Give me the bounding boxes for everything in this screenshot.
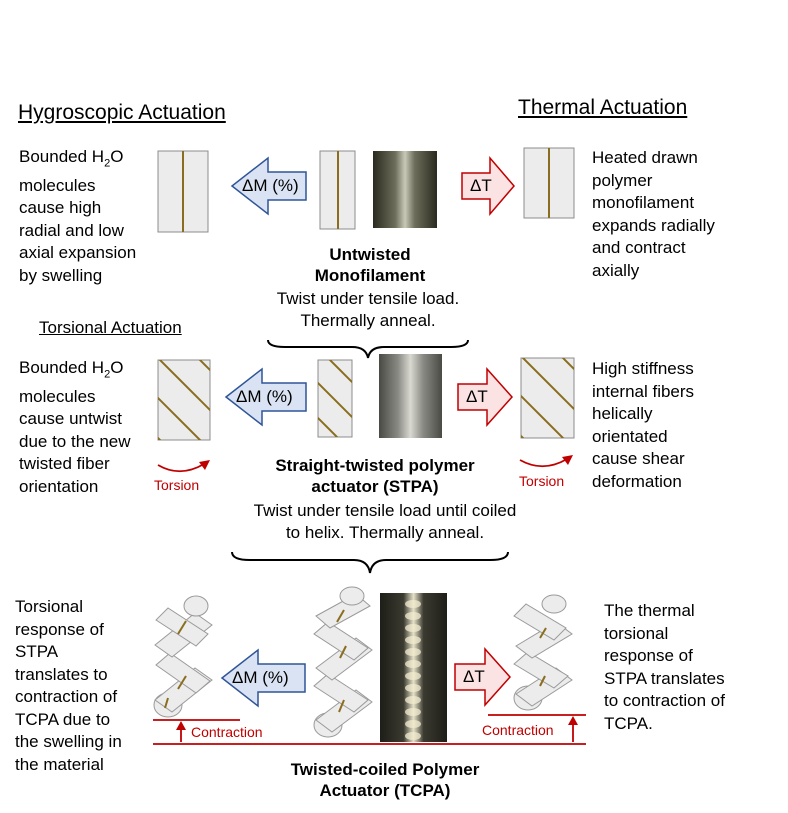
brace-1 <box>267 339 469 359</box>
untwisted-fiber-left <box>157 150 209 233</box>
thermal-label-1: ΔT <box>470 176 492 195</box>
torsion-arrow-right <box>519 458 568 468</box>
thermal-arrow-2 <box>457 367 514 427</box>
twisted-fiber-left <box>157 359 211 441</box>
thermal-label-2: ΔT <box>466 387 488 406</box>
hygroscopic-header: Hygroscopic Actuation <box>18 101 226 124</box>
thermal-arrow-3 <box>454 647 512 707</box>
process-step-2: Twist under tensile load until coiled to… <box>253 501 517 542</box>
contraction-label-right: Contraction <box>482 722 554 738</box>
row1-left-text: Bounded H2O molecules cause high radial … <box>19 147 137 285</box>
stpa-title: Straight-twisted polymer actuator (STPA) <box>275 456 475 496</box>
torsion-arrow-left <box>157 463 205 473</box>
row3-right-text: The thermal torsional response of STPA t… <box>604 601 725 733</box>
thermal-header: Thermal Actuation <box>518 96 688 119</box>
twisted-fiber-right <box>520 357 575 439</box>
moisture-arrow-1 <box>230 156 307 216</box>
process-step-1: Twist under tensile load. Thermally anne… <box>276 289 460 330</box>
monofilament-photo <box>373 151 437 228</box>
torsion-label-right: Torsion <box>519 473 565 489</box>
untwisted-monofilament-title: Untwisted Monofilament <box>314 245 426 285</box>
thermal-arrow-1 <box>461 155 515 217</box>
moisture-arrow-2 <box>224 367 307 427</box>
contraction-arrow-left <box>176 721 186 730</box>
twisted-fiber-center <box>317 359 353 438</box>
row1-right-text: Heated drawn polymer monofilament expand… <box>592 148 715 280</box>
moisture-label-3: ΔM (%) <box>232 668 289 687</box>
untwisted-fiber-right <box>523 147 575 219</box>
stpa-photo <box>379 354 442 438</box>
brace-2 <box>231 551 509 574</box>
untwisted-fiber-center <box>319 150 356 230</box>
tcpa-photo-beads <box>405 600 421 740</box>
coil-left <box>153 595 213 718</box>
thermal-label-3: ΔT <box>463 667 485 686</box>
tcpa-title: Twisted-coiled Polymer Actuator (TCPA) <box>290 760 480 800</box>
row3-left-text: Torsional response of STPA translates to… <box>15 597 122 774</box>
row2-left-text: Bounded H2O molecules cause untwist due … <box>19 358 131 496</box>
moisture-label-1: ΔM (%) <box>242 176 299 195</box>
coil-center <box>313 586 373 738</box>
moisture-label-2: ΔM (%) <box>236 387 293 406</box>
moisture-arrow-3 <box>220 648 306 708</box>
contraction-arrow-right <box>568 716 578 725</box>
row2-right-text: High stiffness internal fibers helically… <box>592 359 695 491</box>
torsional-header: Torsional Actuation <box>39 318 182 337</box>
torsion-label-left: Torsion <box>154 477 200 493</box>
contraction-label-left: Contraction <box>191 724 263 740</box>
coil-right <box>513 594 573 711</box>
